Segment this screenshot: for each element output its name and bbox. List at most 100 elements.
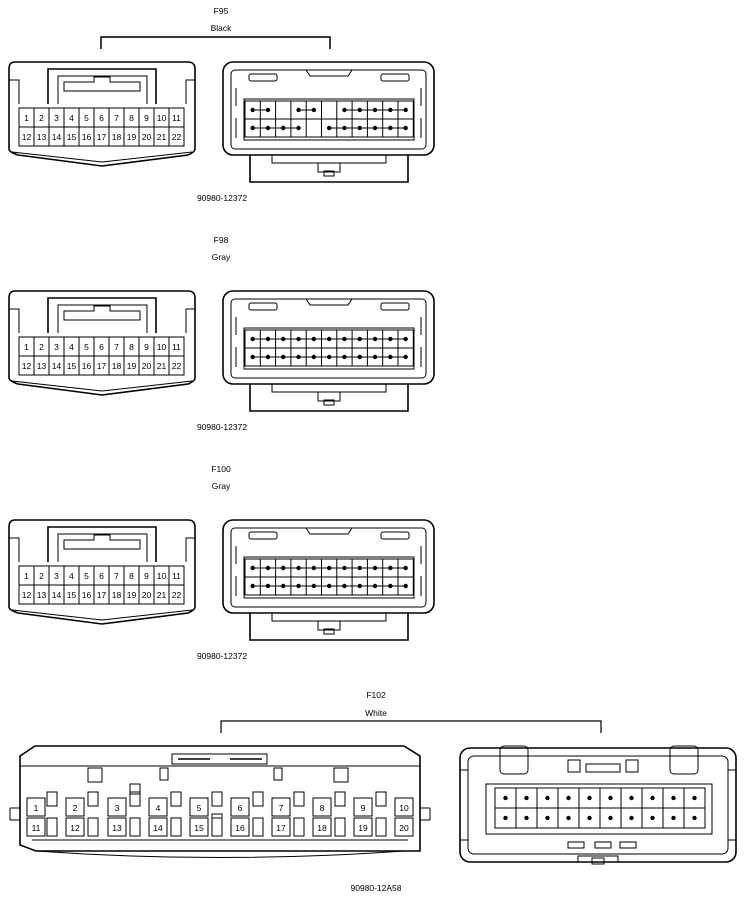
- pin-cell: [65, 817, 85, 837]
- pin-number: 10: [399, 803, 409, 813]
- pin-number: 12: [22, 132, 32, 142]
- terminal-dot: [503, 795, 508, 801]
- lock-latch: [63, 76, 141, 92]
- pin-cell: [26, 817, 46, 837]
- side-guides: [235, 88, 422, 138]
- connector-color: Gray: [212, 252, 231, 262]
- pin-number: 18: [317, 823, 327, 833]
- pin-number: 10: [157, 342, 167, 352]
- lock-frame: [47, 68, 157, 104]
- terminal-dot: [524, 815, 529, 821]
- pin-number: 22: [172, 132, 182, 142]
- pin-number: 14: [153, 823, 163, 833]
- terminal-dot: [671, 815, 676, 821]
- housing-skirt-inner: [271, 613, 387, 622]
- latch-window: [252, 791, 264, 807]
- side-guides: [235, 317, 422, 367]
- pin-number: 20: [399, 823, 409, 833]
- pin-number: 7: [279, 803, 284, 813]
- cavity-frame: [243, 98, 415, 141]
- pin-number: 13: [37, 590, 47, 600]
- housing-skirt: [249, 155, 409, 183]
- top-slot: [567, 759, 581, 773]
- housing-outline: [8, 519, 196, 607]
- lock-frame-inner: [57, 304, 148, 333]
- latch-window: [46, 817, 58, 837]
- pin-number: 4: [69, 342, 74, 352]
- terminal-dot: [503, 815, 508, 821]
- housing-side-rails: [9, 308, 195, 333]
- latch-window: [334, 791, 346, 807]
- housing-outline: [8, 61, 196, 149]
- key-notch: [585, 763, 621, 773]
- pin-number: 18: [112, 590, 122, 600]
- pin-number: 11: [172, 113, 181, 123]
- connector-code: F95: [214, 6, 229, 16]
- pin-number: 3: [54, 342, 59, 352]
- connector-code: F100: [211, 464, 231, 474]
- pin-cell: [353, 817, 373, 837]
- pin-cell: [271, 797, 291, 817]
- top-slot: [625, 759, 639, 773]
- bottom-slot: [567, 841, 585, 849]
- top-slot: [248, 73, 278, 82]
- connector-code: F102: [366, 690, 386, 700]
- lock-tab-slot: [323, 628, 335, 635]
- latch-window: [375, 817, 387, 837]
- pin-number: 5: [197, 803, 202, 813]
- pin-cell: [230, 797, 250, 817]
- housing-bottom: [8, 148, 196, 167]
- lock-frame-inner: [57, 75, 148, 104]
- housing-side-rails: [9, 79, 195, 104]
- pin-number: 16: [82, 361, 92, 371]
- lock-tab: [317, 621, 341, 631]
- terminal-dot: [608, 795, 613, 801]
- pin-number: 19: [127, 132, 137, 142]
- cavity-frame: [485, 783, 713, 835]
- top-tab: [499, 745, 529, 775]
- connector-color: Gray: [212, 481, 231, 491]
- pin-number: 21: [157, 361, 167, 371]
- pin-number: 19: [127, 590, 137, 600]
- pin-number: 15: [194, 823, 204, 833]
- pin-number: 9: [144, 113, 149, 123]
- pin-number: 3: [54, 113, 59, 123]
- pin-cell: [312, 797, 332, 817]
- housing-skirt-inner: [271, 155, 387, 164]
- housing-side-rails: [9, 537, 195, 562]
- pin-cell: [271, 817, 291, 837]
- pin-number: 17: [276, 823, 286, 833]
- top-tab: [273, 767, 283, 781]
- pin-number: 17: [97, 361, 107, 371]
- bracket-line: [220, 720, 602, 733]
- terminal-dot: [650, 795, 655, 801]
- connector-rear-view: [222, 519, 435, 641]
- pin-number: 6: [238, 803, 243, 813]
- top-tab: [159, 767, 169, 781]
- latch-window: [334, 817, 346, 837]
- pin-number: 5: [84, 571, 89, 581]
- pin-number: 21: [157, 590, 167, 600]
- bracket-line: [100, 36, 331, 49]
- terminal-dot: [629, 815, 634, 821]
- housing-bottom: [8, 606, 196, 625]
- latch-window: [252, 817, 264, 837]
- bottom-slot: [594, 841, 612, 849]
- lock-tab-slot: [323, 399, 335, 406]
- pin-number: 11: [172, 571, 181, 581]
- terminal-dot: [524, 795, 529, 801]
- pin-number: 15: [67, 361, 77, 371]
- pin-number: 2: [39, 342, 44, 352]
- pin-number: 13: [37, 361, 47, 371]
- side-guides: [235, 546, 422, 596]
- housing-bottom-inner: [11, 609, 193, 621]
- pin-number: 18: [112, 132, 122, 142]
- top-tab: [669, 745, 699, 775]
- pin-number: 20: [142, 132, 152, 142]
- terminal-dot: [608, 815, 613, 821]
- terminal-dot: [326, 125, 332, 131]
- terminal-dot: [587, 815, 592, 821]
